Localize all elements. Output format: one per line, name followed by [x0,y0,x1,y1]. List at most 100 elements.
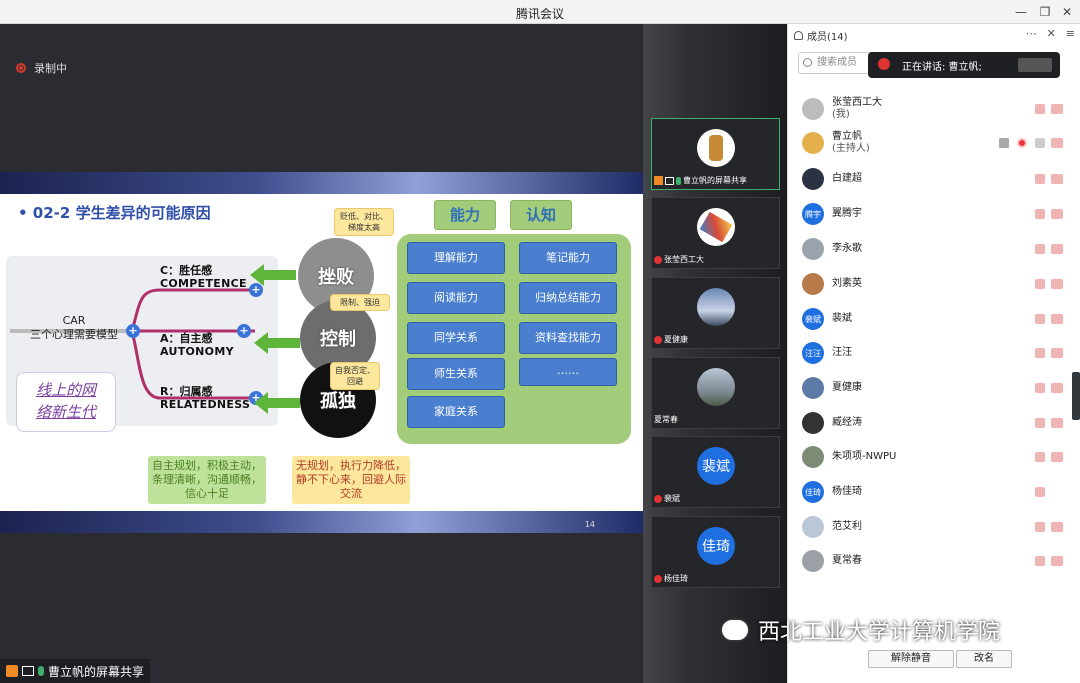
restore-icon[interactable]: ❐ [1039,5,1051,19]
tag-ability: 能力 [434,200,496,230]
close-icon[interactable]: ✕ [1061,5,1073,19]
tile-name-text: 夏健康 [664,335,688,344]
mic-muted-icon[interactable] [1035,314,1045,324]
unmute-all-button[interactable]: 解除静音 [868,650,954,668]
mic-muted-icon[interactable] [1035,209,1045,219]
camera-off-icon[interactable] [1051,174,1063,184]
camera-off-icon[interactable] [1051,452,1063,462]
mic-muted-icon [654,255,662,264]
screen-share-label: 曹立帆的屏幕共享 [0,659,151,683]
tile-name: 杨佳琦 [654,573,688,584]
member-name-block: 朱项项-NWPU [832,451,896,463]
camera-off-icon[interactable] [1051,418,1063,428]
expand-plus-icon: + [237,324,251,338]
camera-off-icon[interactable] [1051,279,1063,289]
skill-item: 阅读能力 [407,282,505,314]
video-tile[interactable]: 曹立帆的屏幕共享 [651,118,780,190]
share-label-text: 曹立帆的屏幕共享 [48,664,145,679]
mic-muted-icon[interactable] [1035,522,1045,532]
camera-off-icon[interactable] [1051,556,1063,566]
left-arrow-icon [250,264,296,286]
member-row[interactable]: 范艾利 [802,512,1067,542]
members-icon [794,30,803,40]
mic-muted-icon[interactable] [1035,279,1045,289]
member-row[interactable]: 朱项项-NWPU [802,442,1067,472]
recording-label: 录制中 [34,62,67,75]
avatar [802,446,824,468]
recording-indicator: 录制中 [16,60,67,76]
tag-cognition: 认知 [510,200,572,230]
skill-item: 资料查找能力 [519,322,617,354]
camera-off-icon[interactable] [1051,383,1063,393]
menu-icon[interactable]: ≡ [1065,27,1075,40]
mic-muted-icon[interactable] [1035,104,1045,114]
member-name: 李永歌 [832,243,862,254]
member-row[interactable]: 李永歌 [802,234,1067,264]
member-row[interactable]: 张莹西工大(我) [802,94,1067,124]
mic-icon [878,58,890,70]
member-row[interactable]: 腾宇翼腾宇 [802,199,1067,229]
car-label-line2: 三个心理需要模型 [30,328,118,341]
note-control: 限制、强迫 [330,294,390,311]
camera-off-icon[interactable] [1051,104,1063,114]
member-count: 成员(14) [807,31,848,43]
minimize-icon[interactable]: — [1015,5,1027,19]
video-tile[interactable]: 佳琦 杨佳琦 [651,516,780,588]
member-row[interactable]: 曹立帆(主持人) [802,128,1067,158]
member-row[interactable]: 臧经涛 [802,408,1067,438]
mic-muted-icon[interactable] [1035,174,1045,184]
more-icon[interactable]: ⋯ [1025,27,1037,40]
tile-name: 曹立帆的屏幕共享 [654,175,747,186]
mic-muted-icon[interactable] [1035,138,1045,148]
camera-off-icon[interactable] [1051,244,1063,254]
member-name-block: 裴斌 [832,313,852,325]
screen-share-icon [999,138,1009,148]
member-row[interactable]: 夏常春 [802,546,1067,576]
mic-muted-icon[interactable] [1035,487,1045,497]
avatar [697,208,735,246]
video-tile[interactable]: 夏健康 [651,277,780,349]
member-name-block: 夏健康 [832,382,862,394]
avatar [697,368,735,406]
camera-off-icon[interactable] [1051,314,1063,324]
camera-off-icon[interactable] [1051,209,1063,219]
side-handle[interactable] [1072,372,1080,420]
note-loneliness: 自我否定、回避 [330,362,380,390]
avatar: 裴斌 [802,308,824,330]
mic-muted-icon[interactable] [1035,418,1045,428]
member-name-block: 张莹西工大(我) [832,97,882,121]
close-panel-icon[interactable]: ✕ [1046,27,1056,40]
mic-icon [38,666,44,676]
person-icon [6,665,18,677]
avatar [802,238,824,260]
rename-button[interactable]: 改名 [956,650,1012,668]
member-row[interactable]: 白建超 [802,164,1067,194]
mic-muted-icon[interactable] [1035,348,1045,358]
mic-muted-icon[interactable] [1035,452,1045,462]
member-name-block: 臧经涛 [832,417,862,429]
member-row[interactable]: 汪汪汪汪 [802,338,1067,368]
video-tile[interactable]: 张莹西工大 [651,197,780,269]
title-bar: 腾讯会议 — ❐ ✕ [0,0,1080,24]
mic-muted-icon[interactable] [1035,383,1045,393]
camera-off-icon[interactable] [1051,522,1063,532]
member-name: 刘素英 [832,278,862,289]
shared-slide: • 02-2 学生差异的可能原因 + + + + CAR 三个心理需要模型 C：… [0,172,643,533]
avatar [697,288,735,326]
speaking-toast: 正在讲话: 曹立帆; [868,52,1060,78]
member-row[interactable]: 夏健康 [802,373,1067,403]
mic-muted-icon[interactable] [1035,556,1045,566]
member-row[interactable]: 刘素英 [802,269,1067,299]
record-icon [16,63,26,73]
branch-relatedness: R：归属感 RELATEDNESS [160,385,250,411]
camera-off-icon[interactable] [1051,138,1063,148]
camera-off-icon[interactable] [1051,348,1063,358]
video-strip[interactable]: 曹立帆的屏幕共享 张莹西工大 夏健康 夏常春 裴斌 裴斌 佳琦 杨佳琦 [643,24,787,683]
video-tile[interactable]: 裴斌 裴斌 [651,436,780,508]
video-tile[interactable]: 夏常春 [651,357,780,429]
mic-muted-icon[interactable] [1035,244,1045,254]
member-row[interactable]: 裴斌裴斌 [802,304,1067,334]
member-row[interactable]: 佳琦杨佳琦 [802,477,1067,507]
tile-name: 裴斌 [654,493,680,504]
avatar: 汪汪 [802,342,824,364]
